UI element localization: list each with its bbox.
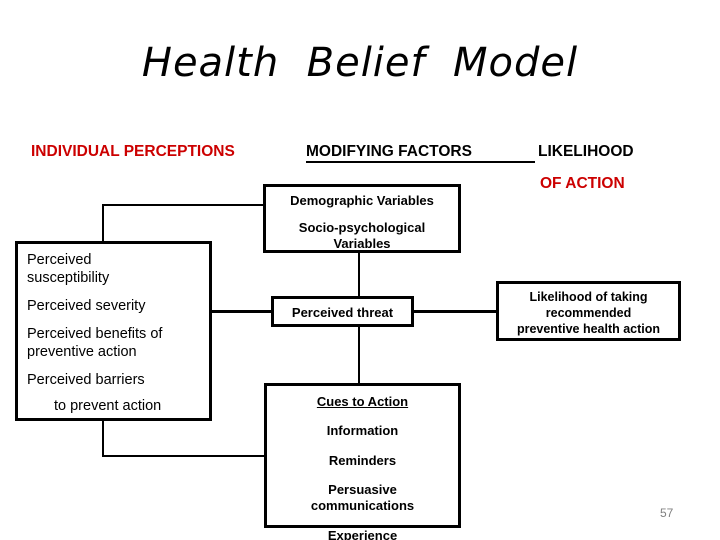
connector-threat-to-cues-vertical bbox=[358, 325, 360, 385]
box-cues-to-action[interactable]: Cues to Action Information Reminders Per… bbox=[264, 383, 461, 540]
cues-line-5: Experience bbox=[327, 528, 398, 540]
cues-heading: Cues to Action bbox=[316, 394, 409, 409]
perceptions-item-6: Perceived barriers bbox=[27, 372, 145, 388]
heading-modifying-factors-underline bbox=[306, 161, 535, 163]
box-modifying-factors[interactable]: Demographic Variables Socio-psychologica… bbox=[263, 184, 461, 253]
cues-line-1: Information bbox=[326, 423, 399, 438]
connector-threat-to-likelihood bbox=[410, 310, 499, 313]
connector-perceptions-to-cues bbox=[102, 455, 265, 457]
box-individual-perceptions[interactable]: Perceived susceptibility Perceived sever… bbox=[15, 241, 212, 421]
connector-perceptions-to-modifiers bbox=[102, 204, 264, 206]
heading-of-action: OF ACTION bbox=[540, 175, 625, 192]
cues-line-4: communications bbox=[310, 498, 415, 513]
likelihood-line-2: recommended bbox=[545, 306, 632, 320]
page-number: 57 bbox=[660, 506, 674, 520]
page-title: Health Belief Model bbox=[141, 40, 579, 86]
modifiers-line-1: Demographic Variables bbox=[290, 193, 434, 208]
perceptions-item-2: susceptibility bbox=[27, 270, 110, 286]
box-likelihood-of-action[interactable]: Likelihood of taking recommended prevent… bbox=[496, 281, 681, 341]
perceptions-item-7: to prevent action bbox=[54, 398, 162, 414]
likelihood-line-3: preventive health action bbox=[516, 322, 661, 336]
cues-line-3: Persuasive bbox=[328, 482, 397, 497]
heading-individual-perceptions: INDIVIDUAL PERCEPTIONS bbox=[31, 143, 235, 160]
threat-label: Perceived threat bbox=[291, 305, 394, 320]
cues-line-2: Reminders bbox=[328, 453, 397, 468]
perceptions-item-3: Perceived severity bbox=[27, 298, 146, 314]
modifiers-line-3: Variables bbox=[333, 236, 391, 251]
connector-modifiers-to-threat-vertical bbox=[358, 250, 360, 298]
modifiers-line-2: Socio-psychological bbox=[298, 220, 426, 235]
heading-likelihood: LIKELIHOOD bbox=[538, 143, 634, 160]
perceptions-item-5: preventive action bbox=[27, 344, 137, 360]
perceptions-item-1: Perceived bbox=[27, 252, 92, 268]
likelihood-line-1: Likelihood of taking bbox=[529, 290, 648, 304]
box-perceived-threat[interactable]: Perceived threat bbox=[271, 296, 414, 327]
perceptions-item-4: Perceived benefits of bbox=[27, 326, 163, 342]
connector-perceptions-to-threat bbox=[199, 310, 273, 313]
heading-modifying-factors: MODIFYING FACTORS bbox=[306, 143, 472, 160]
